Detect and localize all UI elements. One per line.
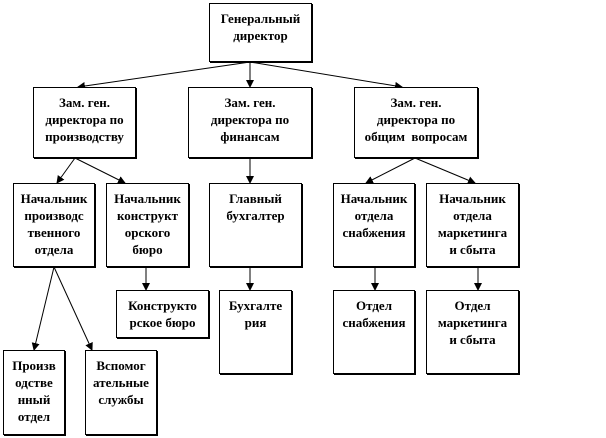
label: рия <box>244 315 267 330</box>
label: отдела <box>354 208 394 223</box>
label: Начальник <box>114 191 181 206</box>
label: Отдел <box>356 298 392 313</box>
node-head-supply: Начальник отдела снабжения <box>333 183 415 267</box>
node-auxiliary-services: Вспомог ательные службы <box>85 350 157 435</box>
label: Произв <box>12 358 56 373</box>
label: службы <box>98 392 144 407</box>
node-design-bureau: Конструкто рское бюро <box>116 290 209 338</box>
label: Отдел <box>454 298 491 313</box>
label: рское бюро <box>129 315 196 330</box>
arrow-headprod-production-dept <box>31 266 55 351</box>
node-dep-finance: Зам. ген. директора по финансам <box>188 87 312 158</box>
label: твенного <box>27 225 81 240</box>
node-production-dept: Произв одстве нный отдел <box>3 350 65 435</box>
arrow-ceo-production <box>77 61 251 90</box>
arrow-gen-head-marketing <box>414 157 476 184</box>
label: Начальник <box>340 191 408 206</box>
node-head-design: Начальник конструкт орского бюро <box>106 183 189 267</box>
label: Начальник <box>20 191 88 206</box>
label: Начальник <box>439 191 506 206</box>
label: директора по <box>210 112 290 127</box>
arrow-headprod-auxiliary <box>53 266 93 351</box>
label: Зам. ген. <box>59 95 110 110</box>
label: бухгалтер <box>226 208 285 223</box>
label: снабжения <box>342 315 406 330</box>
label: финансам <box>220 129 280 144</box>
label: конструкт <box>116 208 179 223</box>
node-ceo: Генеральный директор <box>209 3 312 62</box>
label: Генеральный <box>220 11 301 26</box>
label: маркетинга <box>437 225 508 240</box>
label: Вспомог <box>96 358 146 373</box>
node-head-production: Начальник производс твенного отдела <box>13 183 95 267</box>
node-marketing-dept: Отдел маркетинга и сбыта <box>426 290 519 374</box>
label: производс <box>24 208 84 223</box>
label: директора по <box>376 112 456 127</box>
label: Конструкто <box>128 298 197 313</box>
label: ательные <box>93 375 149 390</box>
node-supply-dept: Отдел снабжения <box>333 290 415 374</box>
node-accounting: Бухгалте рия <box>219 290 292 374</box>
arrow-gen-head-supply <box>365 157 416 184</box>
label: бюро <box>132 242 163 257</box>
node-head-marketing: Начальник отдела маркетинга и сбыта <box>426 183 519 267</box>
label: производству <box>45 129 124 144</box>
label: маркетинга <box>437 315 508 330</box>
label: Бухгалте <box>228 298 283 313</box>
label: нный <box>17 392 51 407</box>
label: Зам. ген. <box>224 95 276 110</box>
node-chief-accountant: Главный бухгалтер <box>209 183 302 267</box>
label: директор <box>233 28 288 43</box>
arrow-prod-head-production <box>56 157 76 184</box>
label: отдела <box>453 208 492 223</box>
node-dep-production: Зам. ген. директора по производству <box>33 87 136 158</box>
label: директора по <box>45 112 124 127</box>
arrow-prod-head-design <box>74 157 126 184</box>
label: орского <box>124 225 171 240</box>
arrow-ceo-general <box>249 61 403 90</box>
label: одстве <box>15 375 53 390</box>
label: и сбыта <box>449 332 496 347</box>
label: отдела <box>34 242 74 257</box>
label: Зам. ген. <box>390 95 442 110</box>
label: снабжения <box>342 225 406 240</box>
label: Главный <box>229 191 282 206</box>
node-dep-general: Зам. ген. директора по общим вопросам <box>354 87 478 158</box>
label: отдел <box>17 409 51 424</box>
label: общим вопросам <box>364 129 468 144</box>
label: и сбыта <box>449 242 496 257</box>
